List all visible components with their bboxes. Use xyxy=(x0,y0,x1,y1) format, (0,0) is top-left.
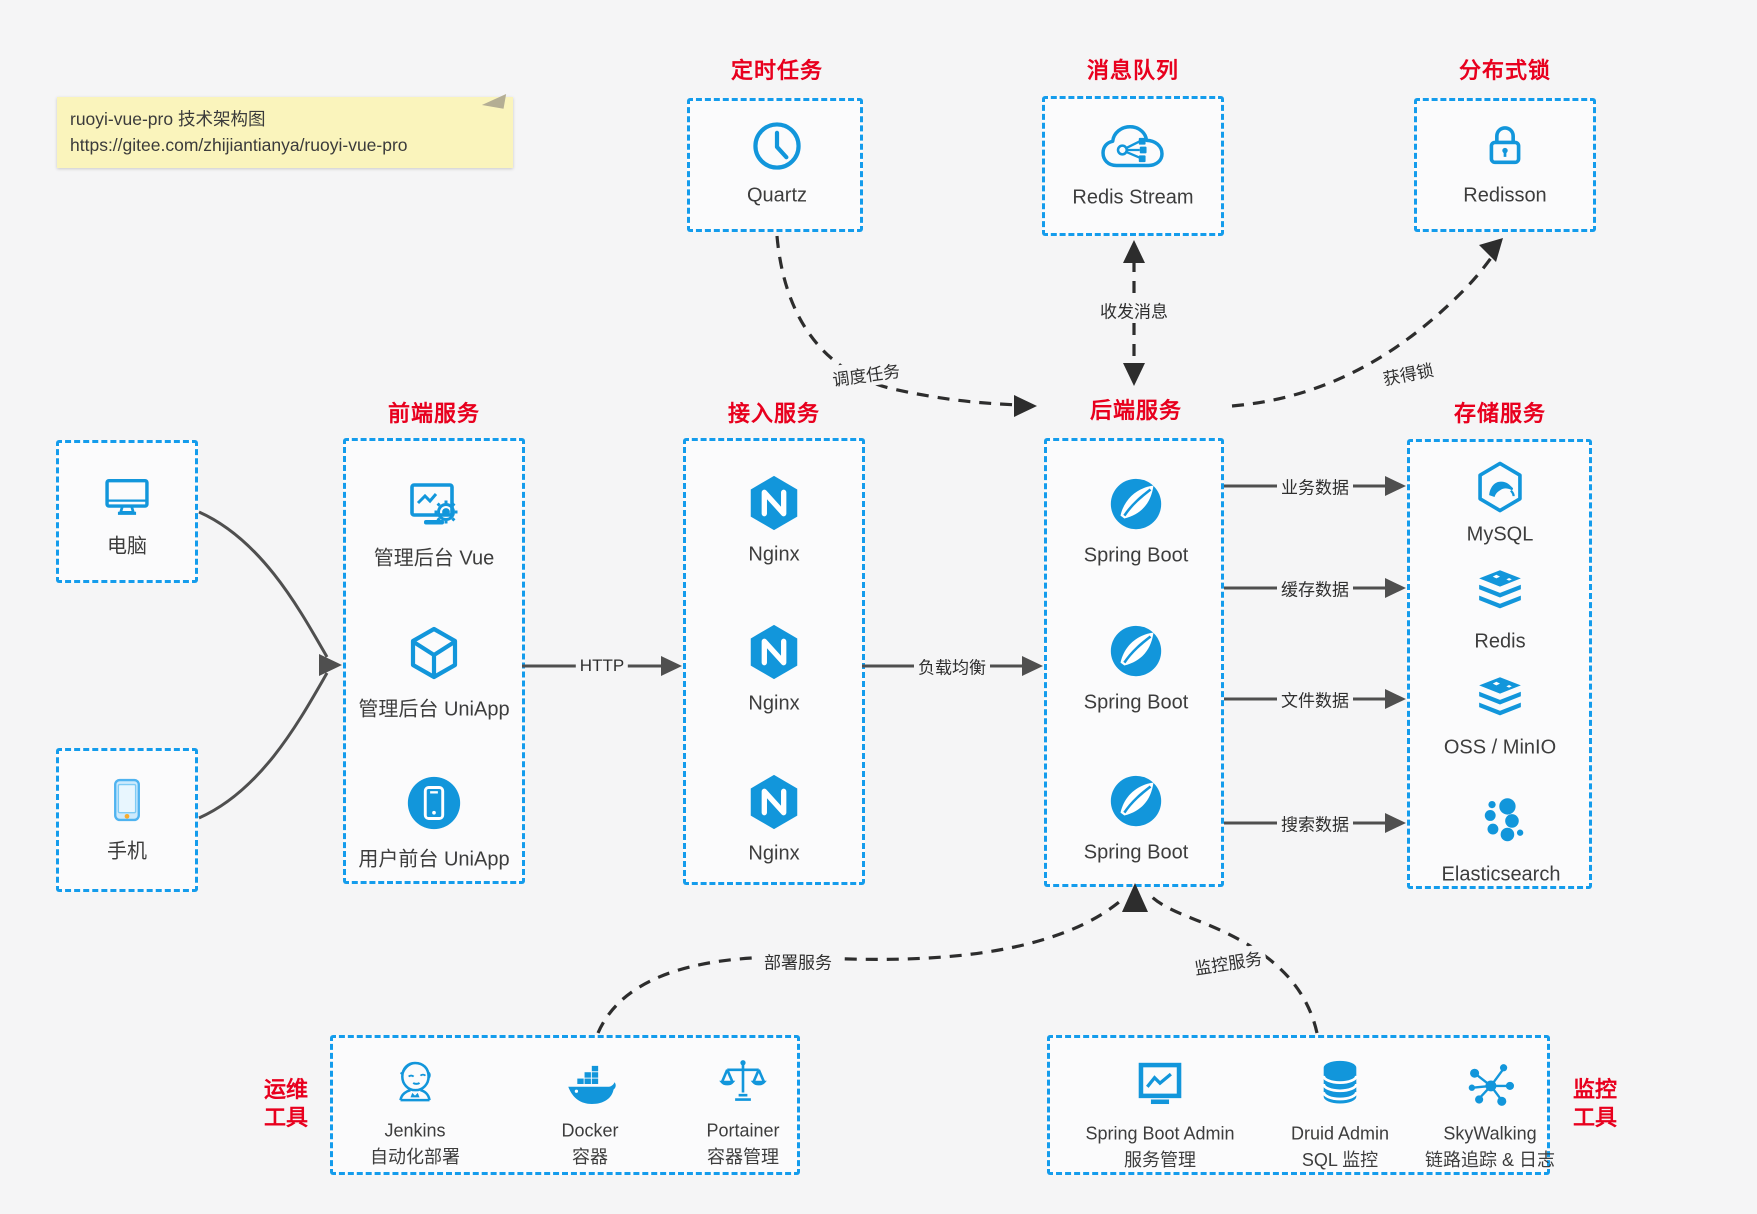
nginx-label-2: Nginx xyxy=(748,692,800,715)
jenkins-icon xyxy=(386,1053,444,1111)
arrowhead-file-data xyxy=(1385,689,1406,709)
title-message-queue: 消息队列 xyxy=(1086,58,1180,83)
jenkins-label: Jenkins xyxy=(384,1120,446,1141)
sticky-note: ruoyi-vue-pro 技术架构图 https://gitee.com/zh… xyxy=(57,90,513,168)
arrowhead-search-data xyxy=(1385,813,1406,833)
note-line-title: ruoyi-vue-pro 技术架构图 xyxy=(70,109,266,129)
business-data-label: 业务数据 xyxy=(1277,473,1353,499)
load-balance-label: 负载均衡 xyxy=(914,653,990,679)
nginx-icon xyxy=(743,472,805,534)
spring-boot-label-2: Spring Boot xyxy=(1083,691,1189,714)
title-gateway: 接入服务 xyxy=(727,401,821,426)
cloud-share-icon xyxy=(1096,121,1170,179)
portainer-label: Portainer xyxy=(706,1120,780,1141)
search-data-label: 搜索数据 xyxy=(1277,810,1353,836)
portainer-desc: 容器管理 xyxy=(707,1147,779,1167)
quartz-label: Quartz xyxy=(746,184,808,207)
edge-deploy-service xyxy=(596,896,1126,1034)
monitor-service-label: 监控服务 xyxy=(1188,943,1268,981)
elasticsearch-icon xyxy=(1473,791,1531,849)
spring-icon xyxy=(1105,770,1167,832)
mysql-label: MySQL xyxy=(1466,523,1534,546)
oss-stack-icon xyxy=(1470,670,1530,728)
portainer-icon xyxy=(715,1054,771,1110)
phone-circle-icon xyxy=(403,772,465,834)
oss-minio-label: OSS / MinIO xyxy=(1443,736,1557,759)
title-distributed-lock: 分布式锁 xyxy=(1458,58,1552,83)
arrowhead-frontend xyxy=(319,654,342,676)
edge-phone-to-frontend xyxy=(198,672,329,820)
skywalking-desc: 链路追踪 & 日志 xyxy=(1424,1150,1556,1170)
deploy-service-label: 部署服务 xyxy=(760,948,836,974)
mobile-icon xyxy=(98,771,156,829)
skywalking-label: SkyWalking xyxy=(1443,1123,1537,1144)
druid-admin-desc: SQL 监控 xyxy=(1301,1150,1379,1170)
mysql-icon xyxy=(1471,458,1529,516)
spring-boot-admin-label: Spring Boot Admin xyxy=(1085,1123,1235,1144)
title-backend: 后端服务 xyxy=(1089,398,1183,423)
phone-label: 手机 xyxy=(107,840,147,863)
title-storage: 存储服务 xyxy=(1453,401,1547,426)
storage-box xyxy=(1407,439,1592,889)
spring-icon xyxy=(1105,473,1167,535)
user-uniapp-label: 用户前台 UniApp xyxy=(358,848,510,871)
arrowhead-msg-up xyxy=(1123,240,1145,263)
spring-boot-admin-desc: 服务管理 xyxy=(1124,1150,1196,1170)
arrowhead-load-balance xyxy=(1022,656,1043,676)
clock-icon xyxy=(747,116,807,176)
pc-label: 电脑 xyxy=(107,535,147,558)
title-scheduled-task: 定时任务 xyxy=(730,58,824,83)
docker-icon xyxy=(559,1055,621,1113)
admin-monitor-icon xyxy=(1130,1056,1190,1114)
http-label: HTTP xyxy=(575,656,629,676)
jenkins-desc: 自动化部署 xyxy=(370,1147,460,1167)
acquire-lock-label: 获得锁 xyxy=(1376,355,1440,391)
cache-data-label: 缓存数据 xyxy=(1277,575,1353,601)
arrowhead-cache-data xyxy=(1385,578,1406,598)
druid-admin-label: Druid Admin xyxy=(1290,1123,1390,1144)
edge-pc-to-frontend xyxy=(198,510,329,658)
admin-vue-icon xyxy=(400,473,468,537)
file-data-label: 文件数据 xyxy=(1277,686,1353,712)
title-devops-tools: 运维 工具 xyxy=(263,1077,309,1130)
druid-icon xyxy=(1311,1055,1369,1113)
redis-stack-icon xyxy=(1470,563,1530,621)
spring-boot-label-1: Spring Boot xyxy=(1083,544,1189,567)
nginx-icon xyxy=(743,621,805,683)
devops-box xyxy=(330,1035,800,1175)
redis-stream-label: Redis Stream xyxy=(1072,186,1194,209)
docker-desc: 容器 xyxy=(572,1147,608,1167)
redis-label: Redis xyxy=(1474,630,1526,653)
desktop-icon xyxy=(94,468,160,526)
arrowhead-acquire-lock xyxy=(1479,238,1503,262)
monitoring-box xyxy=(1047,1035,1550,1175)
docker-label: Docker xyxy=(561,1120,619,1141)
quartz-box xyxy=(687,98,863,232)
skywalking-icon xyxy=(1461,1056,1519,1114)
lock-icon xyxy=(1476,117,1534,175)
admin-vue-label: 管理后台 Vue xyxy=(373,547,495,570)
title-monitoring-tools: 监控 工具 xyxy=(1572,1077,1618,1130)
redisson-box xyxy=(1414,98,1596,232)
redisson-label: Redisson xyxy=(1463,184,1547,207)
spring-boot-label-3: Spring Boot xyxy=(1083,841,1189,864)
arrowhead-http xyxy=(661,656,682,676)
arrowhead-business-data xyxy=(1385,476,1406,496)
nginx-label-1: Nginx xyxy=(748,543,800,566)
edge-acquire-lock xyxy=(1231,250,1498,408)
schedule-task-label: 调度任务 xyxy=(826,356,906,392)
nginx-icon xyxy=(743,771,805,833)
nginx-label-3: Nginx xyxy=(748,842,800,865)
arrowhead-msg-down xyxy=(1123,363,1145,386)
admin-uniapp-label: 管理后台 UniApp xyxy=(358,698,510,721)
send-receive-msg-label: 收发消息 xyxy=(1096,297,1172,323)
arrowhead-schedule-task xyxy=(1014,395,1037,417)
elasticsearch-label: Elasticsearch xyxy=(1441,863,1561,886)
note-line-url: https://gitee.com/zhijiantianya/ruoyi-vu… xyxy=(70,135,408,155)
spring-icon xyxy=(1105,620,1167,682)
title-frontend: 前端服务 xyxy=(387,401,481,426)
cube-icon xyxy=(402,621,466,685)
arrowhead-into-backend xyxy=(1122,883,1148,912)
